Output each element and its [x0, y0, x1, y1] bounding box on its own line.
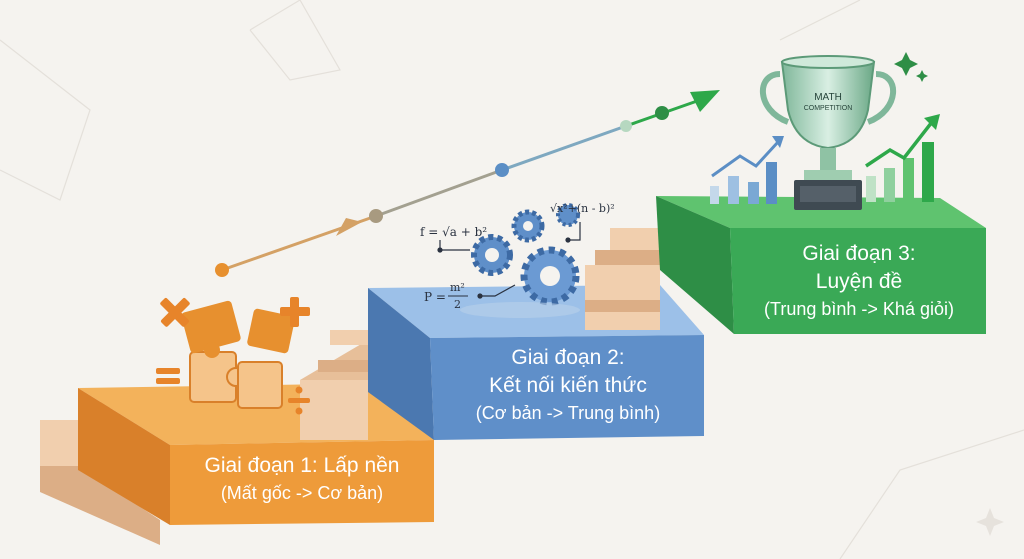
formula-p: P = — [424, 290, 446, 304]
sparkle-icon — [894, 52, 928, 82]
stage-3-title-line2: Luyện đề — [815, 270, 903, 293]
stage-1-side — [78, 388, 170, 525]
progress-path — [215, 90, 720, 277]
bar-chart-left-icon — [710, 136, 784, 204]
puzzle-icon — [181, 300, 295, 409]
stage-3-subtitle: (Trung bình -> Khá giỏi) — [764, 299, 954, 319]
math-symbols-icon — [156, 297, 310, 415]
formula-f: f = √a + b² — [420, 225, 487, 239]
arrow-head-icon — [690, 90, 720, 112]
formula-top: √x²+(n - b)² — [550, 202, 615, 215]
stage-3-side — [656, 196, 734, 334]
path-node — [655, 106, 669, 120]
stage-1-subtitle: (Mất gốc -> Cơ bản) — [220, 483, 384, 503]
bar-chart-right-icon — [865, 114, 940, 202]
formula-p-denominator: 2 — [454, 298, 461, 311]
trophy-label-line2: COMPETITION — [804, 105, 853, 112]
stage-1-front — [170, 440, 434, 525]
formula-connectors — [437, 222, 581, 299]
stage-3-title-line1: Giai đoạn 3: — [802, 242, 916, 265]
trophy-icon: MATH COMPETITION — [760, 55, 896, 210]
stage-3-label: Giai đoạn 3: Luyện đề (Trung bình -> Khá… — [732, 240, 986, 322]
stage-3-front — [730, 228, 986, 334]
stage-2-side — [368, 288, 434, 440]
stairs-middle — [300, 330, 368, 440]
path-node — [369, 209, 383, 223]
stage-1-label: Giai đoạn 1: Lấp nền (Mất gốc -> Cơ bản) — [170, 452, 434, 506]
small-arrow-head-icon — [336, 218, 362, 236]
formula-p-numerator: m² — [450, 281, 465, 294]
corner-sparkle-icon — [976, 508, 1004, 536]
stage-1-title: Giai đoạn 1: Lấp nền — [204, 454, 400, 477]
gears-icon — [460, 203, 580, 318]
path-node — [620, 120, 632, 132]
path-node — [215, 263, 229, 277]
stairs-right — [585, 228, 660, 330]
stage-2-front — [430, 335, 704, 440]
trophy-label-line1: MATH — [814, 92, 842, 103]
stage-2-title-line1: Giai đoạn 2: — [511, 346, 625, 369]
stage-2-title-line2: Kết nối kiến thức — [489, 374, 647, 397]
stage-2-label: Giai đoạn 2: Kết nối kiến thức (Cơ bản -… — [432, 344, 704, 426]
path-node — [495, 163, 509, 177]
stage-2-subtitle: (Cơ bản -> Trung bình) — [475, 403, 661, 423]
